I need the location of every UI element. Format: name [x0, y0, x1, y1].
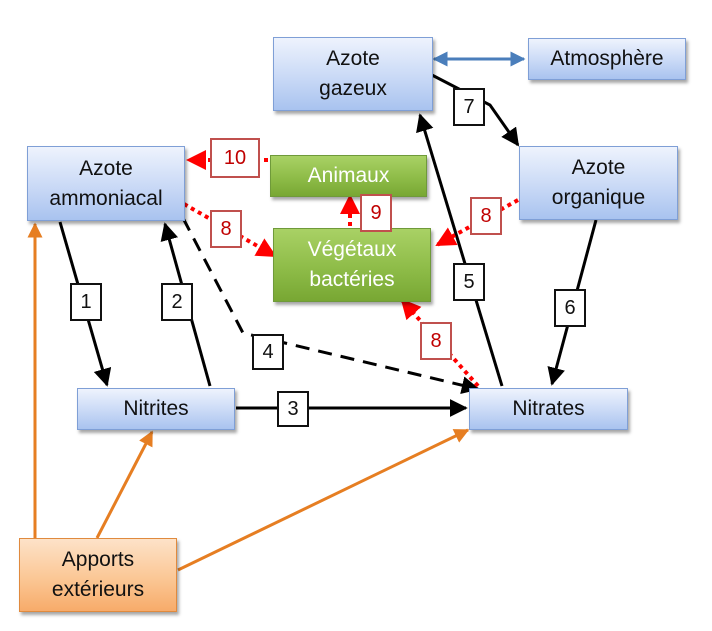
label-8-nitrates: 8: [420, 322, 452, 360]
label-8-ammoniacal: 8: [210, 210, 242, 248]
label-8-organique: 8: [470, 197, 502, 235]
arrow-8-ammoniacal-vegetaux: [183, 202, 277, 258]
node-animaux: Animaux: [270, 155, 427, 197]
label-3: 3: [277, 391, 309, 427]
node-nitrites: Nitrites: [77, 388, 235, 430]
label-1: 1: [70, 283, 102, 321]
label-10: 10: [210, 138, 260, 178]
label-6: 6: [554, 289, 586, 327]
label-7: 7: [453, 88, 485, 126]
label-9: 9: [360, 194, 392, 232]
label-4: 4: [252, 334, 284, 370]
arrow-5: [416, 113, 504, 387]
node-atmosphere: Atmosphère: [528, 38, 686, 80]
arrow-apports-nitrites: [95, 430, 154, 539]
arrow-apports-nitrates: [177, 428, 470, 572]
label-5: 5: [453, 263, 485, 301]
arrow-7: [429, 72, 520, 147]
label-2: 2: [161, 283, 193, 321]
node-nitrates: Nitrates: [469, 388, 628, 430]
